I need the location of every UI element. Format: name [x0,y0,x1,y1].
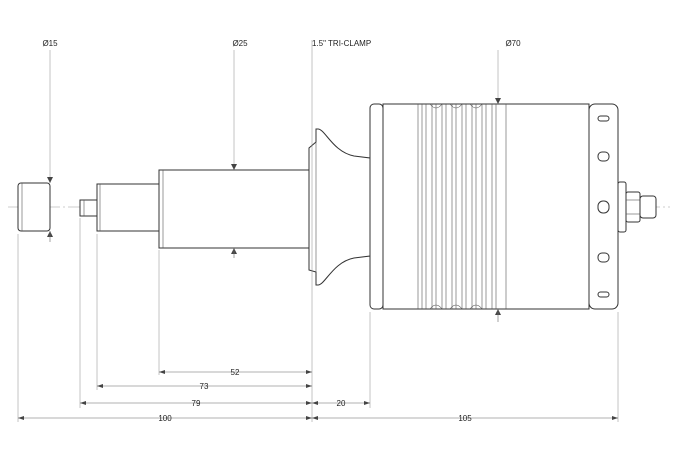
tip-15 [17,182,51,232]
cap-slot [597,291,610,298]
tri-clamp-label: 1.5" TRI-CLAMP [312,39,371,48]
tri-clamp-flange [308,128,371,286]
cap-slot [597,252,610,263]
extension-lines [17,40,619,422]
shank [96,183,160,232]
connector-plug [639,195,657,219]
dim-79-label: 79 [192,399,201,408]
dim-52-label: 52 [231,368,240,377]
diameter-70-label: Ø70 [505,39,521,48]
rear-ring [369,103,384,310]
dim-100-label: 100 [158,414,172,423]
shaft-assembly [17,103,657,310]
length-dimensions [18,370,618,420]
cap-slot [597,115,610,122]
connector-base [617,181,627,233]
cap-slot [597,200,610,214]
cap-slot [597,151,610,162]
labels: Ø15 Ø25 1.5" TRI-CLAMP Ø70 52 73 79 20 1… [42,39,521,423]
diameter-arrows [47,98,501,322]
neck [79,199,98,217]
body-25 [158,169,310,249]
diameter-25-label: Ø25 [232,39,248,48]
connector-nut [625,191,641,223]
dim-105-label: 105 [458,414,472,423]
dim-20-label: 20 [337,399,346,408]
dim-73-label: 73 [200,382,209,391]
diameter-15-label: Ø15 [42,39,58,48]
